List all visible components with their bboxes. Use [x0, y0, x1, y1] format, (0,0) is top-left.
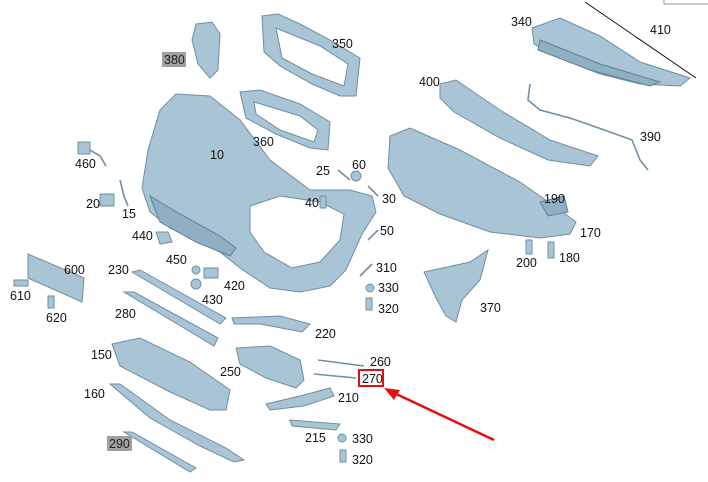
label-330a: 330: [378, 281, 399, 295]
label-170: 170: [580, 226, 601, 240]
part-350-shape: [261, 13, 361, 97]
label-380-bg: [162, 52, 186, 67]
part-340-shape: [531, 17, 692, 87]
label-290-bg: [107, 436, 132, 451]
part-440-shape: [155, 231, 173, 245]
label-440: 440: [132, 229, 153, 243]
part-170-shape: [387, 127, 577, 239]
label-20: 20: [86, 197, 100, 211]
label-150: 150: [91, 348, 112, 362]
label-250: 250: [220, 365, 241, 379]
part-400-shape: [439, 79, 599, 167]
part-230-280-shape: [122, 269, 227, 347]
label-370: 370: [480, 301, 501, 315]
part-610-620-shape: [13, 279, 55, 309]
label-280: 280: [115, 307, 136, 321]
label-410: 410: [650, 23, 671, 37]
label-360: 360: [253, 135, 274, 149]
part-210-shape: [265, 387, 335, 411]
part-200-180-shape: [525, 239, 555, 259]
label-330b: 330: [352, 432, 373, 446]
label-10: 10: [210, 148, 224, 162]
label-460: 460: [75, 157, 96, 171]
part-390-wire: [527, 83, 649, 171]
label-220: 220: [315, 327, 336, 341]
corner-frame: [584, 0, 708, 79]
label-210: 210: [338, 391, 359, 405]
label-230: 230: [108, 263, 129, 277]
label-290: 290: [109, 437, 130, 451]
part-380-shape: [191, 21, 221, 79]
label-15: 15: [122, 207, 136, 221]
label-160: 160: [84, 387, 105, 401]
right-hardware: [359, 263, 375, 311]
label-310: 310: [376, 261, 397, 275]
part-600-shape: [27, 253, 85, 303]
part-220-shape: [231, 315, 311, 333]
label-350: 350: [332, 37, 353, 51]
label-40: 40: [305, 196, 319, 210]
label-400: 400: [419, 75, 440, 89]
label-380: 380: [164, 53, 185, 67]
part-450-420-430-shape: [190, 265, 219, 290]
small-hardware: [319, 169, 379, 241]
label-180: 180: [559, 251, 580, 265]
label-50: 50: [380, 224, 394, 238]
part-160-shape: [108, 383, 246, 463]
label-430: 430: [202, 293, 223, 307]
part-290-shape: [122, 431, 197, 473]
part-360-shape: [239, 89, 331, 151]
highlight-box-270: [358, 369, 384, 387]
part-215-shape: [289, 419, 341, 431]
label-215: 215: [305, 431, 326, 445]
part-20-15-shape: [99, 179, 129, 207]
label-340: 340: [511, 15, 532, 29]
label-420: 420: [224, 279, 245, 293]
part-370-shape: [423, 248, 489, 323]
part-150-shape: [111, 337, 231, 411]
label-620: 620: [46, 311, 67, 325]
label-260: 260: [370, 355, 391, 369]
label-390: 390: [640, 130, 661, 144]
highlight-arrow: [384, 388, 495, 442]
label-320a: 320: [378, 302, 399, 316]
label-610: 610: [10, 289, 31, 303]
label-60: 60: [352, 158, 366, 172]
part-260-270-shape: [313, 359, 365, 379]
label-25: 25: [316, 164, 330, 178]
label-450: 450: [166, 253, 187, 267]
part-10-shape: [141, 93, 377, 293]
label-320b: 320: [352, 453, 373, 467]
label-30: 30: [382, 192, 396, 206]
bottom-hardware: [337, 433, 347, 463]
part-460-shape: [77, 141, 107, 167]
label-190: 190: [544, 192, 565, 206]
label-600: 600: [64, 263, 85, 277]
part-250-shape: [235, 345, 305, 389]
label-270: 270: [362, 372, 383, 386]
label-200: 200: [516, 256, 537, 270]
